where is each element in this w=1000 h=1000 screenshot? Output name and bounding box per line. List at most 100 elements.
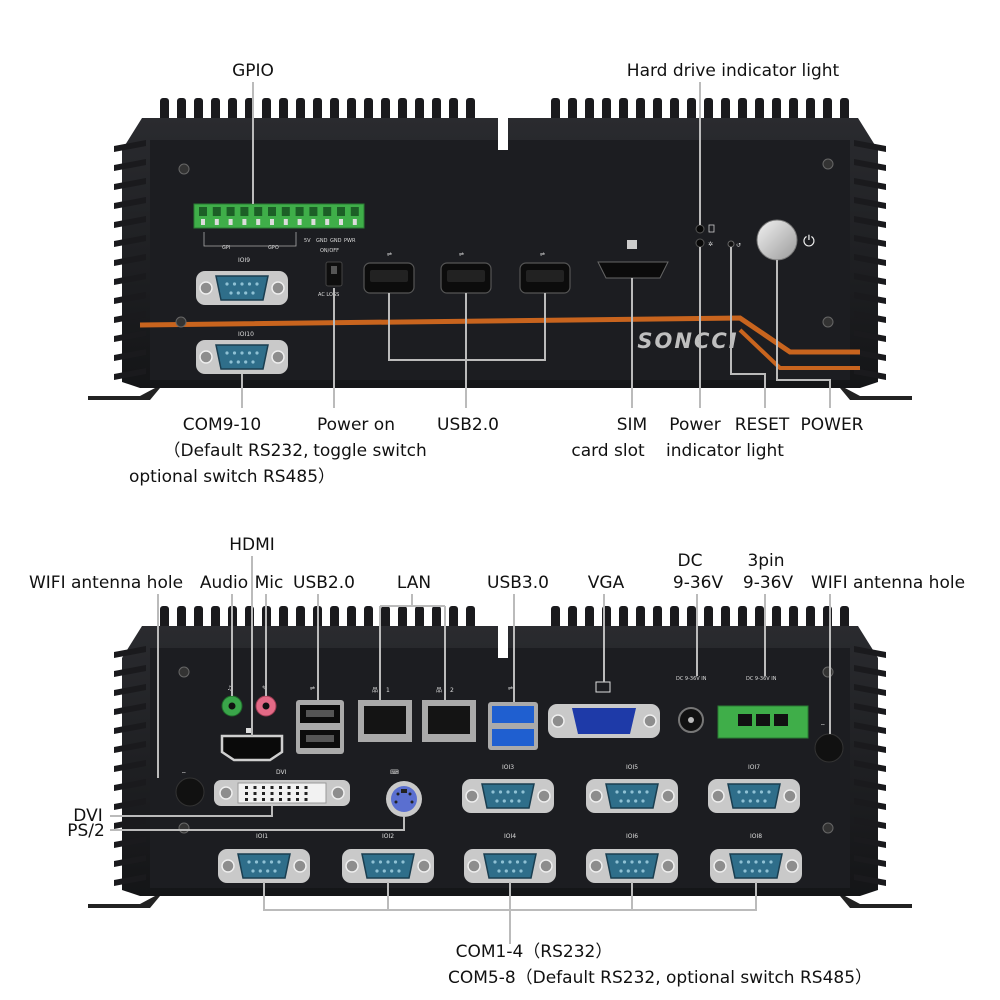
rear-right-fins [854,646,886,886]
hdd-light-label: Hard drive indicator light [627,61,840,81]
com8-port[interactable] [709,848,803,884]
sim-icon [627,240,637,249]
rear-foot-right [840,896,912,908]
hdmi-port[interactable] [220,734,284,762]
vga-label: VGA [588,573,625,593]
dvi-small-label: DVI [276,769,287,776]
mic-icon: ✎ [262,685,267,692]
keyboard-mouse-icon: ⌨ [390,769,399,776]
com1-port[interactable] [217,848,311,884]
front-usb20-label: USB2.0 [437,415,499,435]
lan-label: LAN [397,573,431,593]
hdd-icon [708,224,715,233]
com9-port[interactable] [195,270,289,306]
power-light-label-1: Power [669,415,720,435]
brand-logo: SONCCI [637,329,738,353]
power-button[interactable] [756,219,798,261]
com2-port[interactable] [341,848,435,884]
rear-left-fins [114,646,146,886]
usb30-port-2[interactable] [492,729,534,746]
com9-10-label: COM9-10 [183,415,262,435]
front-left-fins [114,140,146,380]
io1-label: IOI1 [256,833,268,840]
audio-label: Audio [200,573,248,593]
headphone-icon: ♫ [227,685,232,692]
wifi-icon: ⌔ [820,723,826,730]
power-icon: ⏻ [803,232,815,250]
usb30-port-1[interactable] [492,706,534,723]
3pin-label-2: 9-36V [743,573,794,593]
power-label: POWER [801,415,864,435]
sim-label-2: card slot [571,441,645,461]
wifi-right-label: WIFI antenna hole [811,573,965,593]
gpio-pwr-label: PWR [344,238,356,244]
io6-label: IOI6 [626,833,638,840]
power-led [695,238,705,248]
lan1-label: 1 [386,687,390,694]
dc-label-1: DC [678,551,703,571]
reset-label: RESET [735,415,790,435]
gpio-terminal [193,203,365,229]
light-bulb-icon: ✲ [708,241,713,248]
com3-port[interactable] [461,778,555,814]
rear-leader-lines [110,556,831,944]
io9-label: IOI9 [238,257,250,264]
network-icon: 品 [372,687,378,694]
usb30-label: USB3.0 [487,573,549,593]
front-usb-port-2[interactable] [440,262,492,294]
com7-port[interactable] [707,778,801,814]
wifi-icon: ⌔ [181,771,187,778]
com9-10-sub1: （Default RS232, [164,441,309,461]
rear-usb20-label: USB2.0 [293,573,355,593]
dc-small-label: DC 9-36V IN [676,676,707,682]
sim-label-1: SIM [617,415,647,435]
io10-label: IOI10 [238,331,254,338]
on-off-label: ON/OFF [320,248,339,254]
front-leader-lines [241,82,831,408]
front-orange-stripe [139,315,860,355]
front-right-fins [854,140,886,380]
gpio-gnd1-label: GND [316,238,328,244]
power-toggle-label-1: Power on [317,415,395,435]
com6-port[interactable] [585,848,679,884]
rear-foot-left [88,896,160,908]
dc-label-2: 9-36V [673,573,724,593]
wifi-antenna-hole-left[interactable] [175,777,205,807]
front-usb-port-3[interactable] [519,262,571,294]
power-toggle-label-2: toggle switch [313,441,427,461]
gpi-label: GPI [222,245,230,251]
sim-card-slot[interactable] [597,261,669,279]
io3-label: IOI3 [502,764,514,771]
power-light-label-2: indicator light [666,441,784,461]
svg-text:⇌: ⇌ [387,251,392,258]
wifi-antenna-hole-right[interactable] [814,733,844,763]
front-usb-port-1[interactable] [363,262,415,294]
gpio-gnd2-label: GND [330,238,342,244]
usb-icon: ⇌ [310,685,315,692]
reset-button[interactable] [727,240,735,248]
com4-port[interactable] [463,848,557,884]
gpio-label: GPIO [232,61,274,81]
network-icon: 品 [436,687,442,694]
hdmi-label: HDMI [229,535,275,555]
com9-10-sub2: optional switch RS485） [129,467,335,487]
hdd-led [695,224,705,234]
io4-label: IOI4 [504,833,516,840]
com1-4-label: COM1-4（RS232） [456,942,613,962]
io7-label: IOI7 [748,764,760,771]
usb-icon: ⇌ [387,251,392,258]
gpo-label: GPO [268,245,279,251]
com5-port[interactable] [585,778,679,814]
hdmi-icon [246,728,252,733]
rear-panel: ♫ ✎ ⇌ 品 1 品 2 ⇌ DC 9-36 [88,606,912,908]
com5-8-label: COM5-8（Default RS232, optional switch RS… [448,968,872,988]
ps2-label: PS/2 [67,821,105,841]
3pin-label-1: 3pin [747,551,784,571]
svg-text:⇌: ⇌ [540,251,545,258]
lan2-label: 2 [450,687,454,694]
io5-label: IOI5 [626,764,638,771]
usb-icon: ⇌ [540,251,545,258]
usb-icon: ⇌ [459,251,464,258]
com10-port[interactable] [195,339,289,375]
